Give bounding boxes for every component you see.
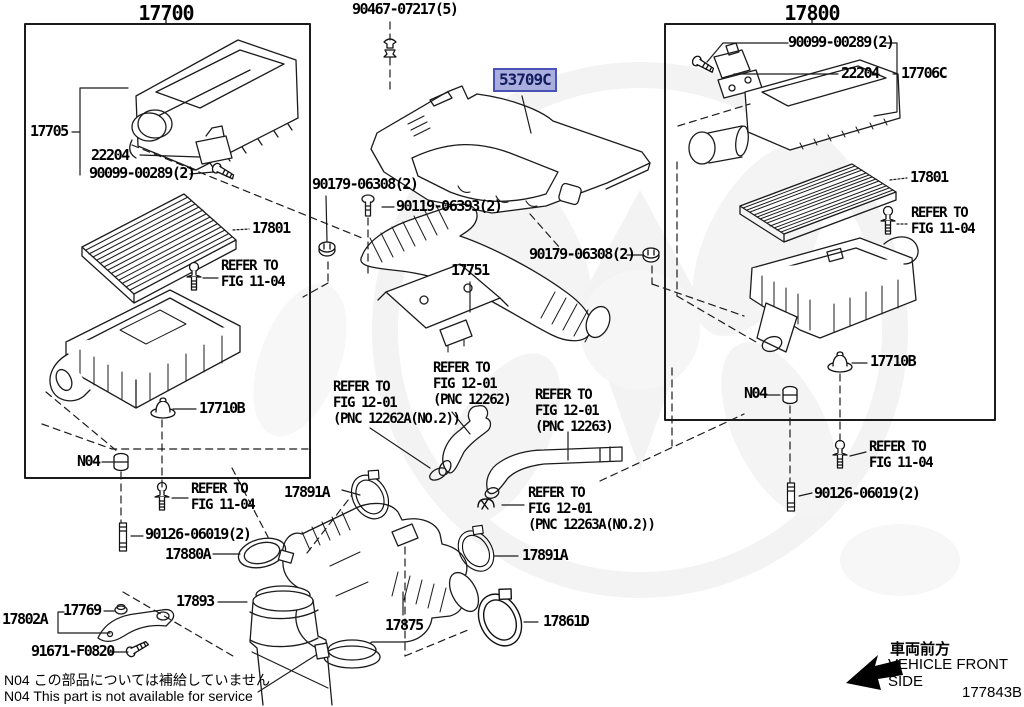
callout-left-element: 17801 xyxy=(252,219,291,237)
service-note-jp: N04 この部品については補給していません xyxy=(4,672,271,688)
dashed-lines xyxy=(41,21,841,657)
callout-left-stud: 90126-06019(2) xyxy=(145,525,252,543)
callout-right-nut: N04 xyxy=(744,384,768,402)
left-assembly-number: 17700 xyxy=(138,1,194,25)
cover-drawing xyxy=(370,85,651,214)
fastener-glyphs xyxy=(113,38,896,654)
drawing-code: 177843B xyxy=(962,684,1023,701)
leader-lines xyxy=(57,42,908,653)
right-filter-element-drawing xyxy=(739,163,897,243)
callout-cover-highlighted[interactable]: 53709C xyxy=(493,68,557,92)
right-lower-case-drawing xyxy=(749,236,919,353)
callout-air-hose: 17875 xyxy=(385,616,424,634)
callout-outlet-clamp: 17861D xyxy=(543,612,590,630)
bracket-drawing xyxy=(97,603,175,659)
callout-right-stud: 90126-06019(2) xyxy=(814,484,921,502)
callout-clip: 17769 xyxy=(63,601,102,619)
callout-left-maf: 22204 xyxy=(91,146,130,164)
left-lower-case-drawing xyxy=(49,289,241,409)
inlet-duct-drawing xyxy=(360,203,611,353)
callout-duct-nut-right: 90179-06308(2) xyxy=(529,245,636,263)
vehicle-front-label-jp: 車両前方 xyxy=(890,641,951,658)
callout-bracket-screw: 91671-F0820 xyxy=(31,642,115,660)
vehicle-front-arrow xyxy=(846,655,903,690)
resonator-drawing xyxy=(249,585,333,706)
callout-hose-clamp-lower: 17891A xyxy=(522,546,569,564)
refer-right-bolt: REFER TO FIG 11-04 xyxy=(869,439,934,471)
callout-left-maf-screw: 90099-00289(2) xyxy=(89,164,196,182)
callout-left-grommet: 17710B xyxy=(199,399,246,417)
callout-right-cap: 17706C xyxy=(901,64,948,82)
callout-inlet-duct: 17751 xyxy=(451,261,490,279)
air-hose-drawing xyxy=(281,502,480,669)
callout-bracket: 17802A xyxy=(2,610,49,628)
right-cap-drawing xyxy=(688,42,901,165)
callout-right-grommet: 17710B xyxy=(870,352,917,370)
refer-pnc-12262: REFER TO FIG 12-01 (PNC 12262) xyxy=(433,360,512,408)
refer-right-element: REFER TO FIG 11-04 xyxy=(911,205,976,237)
right-assembly-number: 17800 xyxy=(784,1,840,25)
callout-right-maf: 22204 xyxy=(841,64,880,82)
vehicle-front-label-en: VEHICLE FRONT SIDE xyxy=(888,656,1008,690)
right-assembly-box xyxy=(664,23,996,421)
left-assembly-box xyxy=(24,23,311,479)
callout-left-cap: 17705 xyxy=(30,122,69,140)
callout-hose-clamp-upper: 17891A xyxy=(284,483,331,501)
service-note-en: N04 This part is not available for servi… xyxy=(4,688,253,704)
callout-left-clamp: 17880A xyxy=(165,545,212,563)
callout-right-cap-screw: 90099-00289(2) xyxy=(788,33,895,51)
left-filter-element-drawing xyxy=(81,193,237,304)
callout-resonator: 17893 xyxy=(176,592,215,610)
refer-pnc-12263: REFER TO FIG 12-01 (PNC 12263) xyxy=(535,387,614,435)
breather-hose-drawings xyxy=(438,405,623,499)
callout-duct-nut-left: 90179-06308(2) xyxy=(312,175,419,193)
callout-cover-clip: 90467-07217(5) xyxy=(352,0,459,18)
left-cap-drawing xyxy=(129,39,299,183)
refer-left-bolt: REFER TO FIG 11-04 xyxy=(191,481,256,513)
refer-pnc-12263a: REFER TO FIG 12-01 (PNC 12263A(NO.2)) xyxy=(528,485,656,533)
callout-right-element: 17801 xyxy=(910,168,949,186)
refer-pnc-12262a: REFER TO FIG 12-01 (PNC 12262A(NO.2)) xyxy=(333,379,461,427)
callout-left-nut: N04 xyxy=(77,452,101,470)
callout-duct-bolt: 90119-06393(2) xyxy=(396,197,503,215)
refer-left-element: REFER TO FIG 11-04 xyxy=(221,258,286,290)
